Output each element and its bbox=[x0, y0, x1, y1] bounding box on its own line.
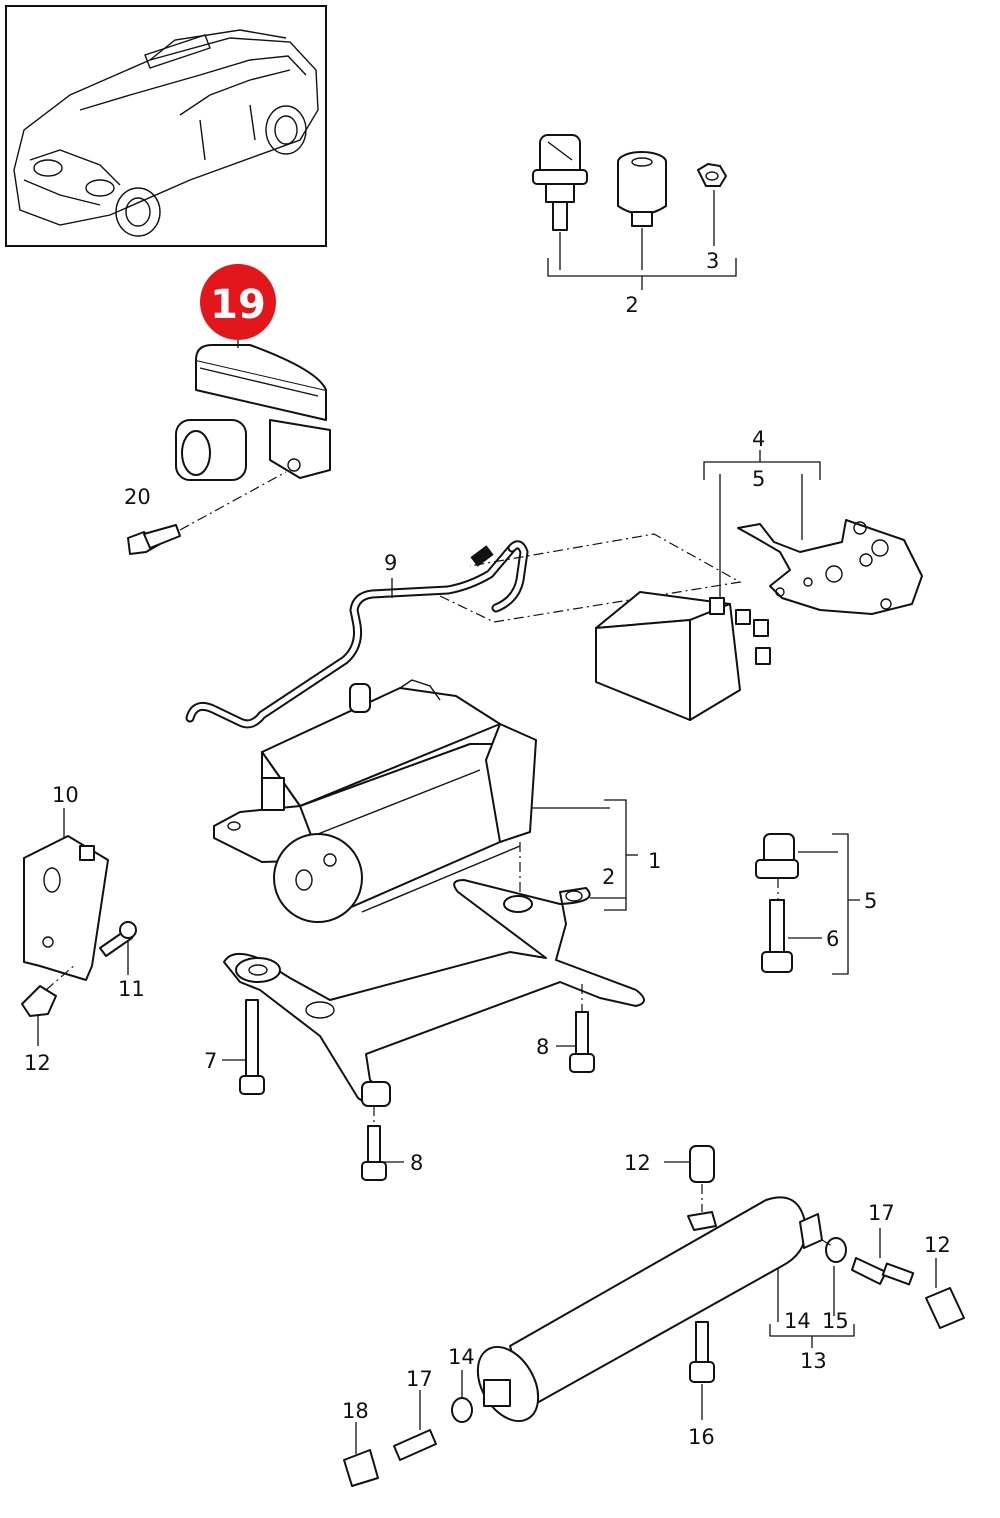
bolt-20 bbox=[127, 471, 287, 555]
callout-12-right: 12 bbox=[924, 1233, 951, 1257]
badge-label: 19 bbox=[210, 282, 266, 328]
air-line-9 bbox=[185, 540, 529, 729]
bolt-16 bbox=[689, 1321, 715, 1420]
callout-2-top: 2 bbox=[625, 293, 638, 317]
right-fittings bbox=[769, 1228, 965, 1348]
callout-13: 13 bbox=[800, 1349, 827, 1373]
callout-8-center: 8 bbox=[536, 1035, 549, 1059]
vehicle-thumbnail bbox=[5, 5, 327, 247]
relay-4 bbox=[595, 591, 771, 721]
callout-6: 6 bbox=[826, 927, 839, 951]
bracket-10 bbox=[23, 808, 109, 981]
callout-7: 7 bbox=[204, 1049, 217, 1073]
callout-14-right: 14 bbox=[784, 1309, 811, 1333]
badge-circle bbox=[200, 264, 276, 340]
left-fittings bbox=[343, 1370, 473, 1487]
callout-14-left: 14 bbox=[448, 1345, 475, 1369]
nut-3 bbox=[697, 163, 727, 187]
callout-18: 18 bbox=[342, 1399, 369, 1423]
screw-11 bbox=[99, 921, 137, 975]
callout-5-right: 5 bbox=[864, 889, 877, 913]
nut-12-left bbox=[21, 963, 77, 1046]
callout-17-left: 17 bbox=[406, 1367, 433, 1391]
callout-5-top: 5 bbox=[752, 467, 765, 491]
bolt-5-6 bbox=[755, 833, 860, 975]
callout-3: 3 bbox=[706, 249, 719, 273]
badge-19: 19 bbox=[200, 264, 276, 348]
callout-17-right: 17 bbox=[868, 1201, 895, 1225]
relay-bracket-5 bbox=[737, 519, 923, 615]
callout-2-mid: 2 bbox=[602, 865, 615, 889]
callout-1: 1 bbox=[648, 849, 661, 873]
mounting-frame bbox=[223, 879, 645, 1107]
rubber-buffer-2 bbox=[617, 151, 667, 227]
callout-11: 11 bbox=[118, 977, 145, 1001]
callout-12-left: 12 bbox=[24, 1051, 51, 1075]
compressor-1 bbox=[213, 679, 537, 923]
nut-12-upper bbox=[664, 1145, 715, 1212]
bolt-7 bbox=[222, 999, 265, 1095]
callout-labels: 1 2 2 3 4 5 5 6 7 8 8 9 10 11 12 12 12 1… bbox=[24, 249, 951, 1449]
callout-8-lower: 8 bbox=[410, 1151, 423, 1175]
callout-9: 9 bbox=[384, 551, 397, 575]
bolt-8-center bbox=[556, 984, 595, 1073]
bolt-8-lower bbox=[361, 1106, 404, 1181]
callout-12-upper: 12 bbox=[624, 1151, 651, 1175]
callout-4: 4 bbox=[752, 427, 765, 451]
pressure-reservoir-13 bbox=[476, 1196, 823, 1422]
callout-15: 15 bbox=[822, 1309, 849, 1333]
callout-20: 20 bbox=[124, 485, 151, 509]
callout-16: 16 bbox=[688, 1425, 715, 1449]
mount-bolt-2 bbox=[532, 134, 588, 231]
level-sensor-19 bbox=[175, 344, 331, 481]
callout-10: 10 bbox=[52, 783, 79, 807]
